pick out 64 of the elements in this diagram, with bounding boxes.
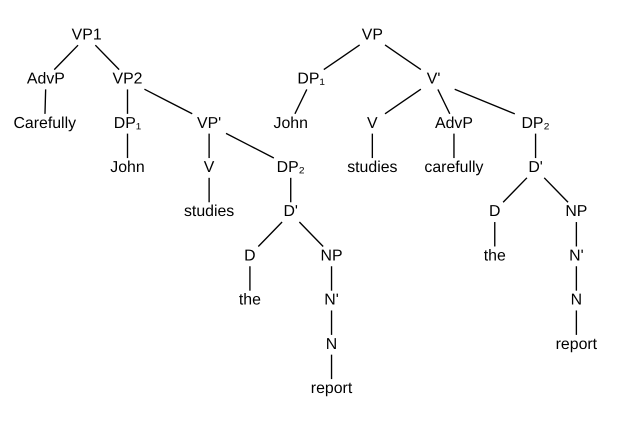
node-text: V' [426,70,440,88]
node-text: D' [528,158,543,176]
node-text: N' [324,292,339,309]
connector [372,134,374,158]
connector [208,178,210,202]
node-text: VP [362,26,383,44]
node-text: Carefully [13,114,76,132]
node-text: NP [565,203,588,220]
connector [94,44,120,70]
node-text: N' [569,247,584,264]
connector [144,88,193,114]
node-text: V [367,114,378,132]
connector [534,134,536,158]
connector [323,44,360,70]
node-text: D' [283,203,298,220]
node-text: N [570,292,582,309]
connector [208,134,210,158]
node-text: NP [320,247,343,264]
connector [54,44,79,70]
node-text: DP₂ [276,158,305,176]
connector [249,266,251,291]
connector [126,89,128,114]
connector [453,134,455,158]
connector [290,178,292,202]
node-text: VP1 [72,26,102,44]
node-text: John [110,158,145,176]
node-text: studies [347,158,398,176]
node-text: N [326,336,338,353]
connector [258,222,283,247]
node-text: DP₁ [297,70,325,88]
connector [576,266,578,291]
connector [384,88,422,114]
node-text: AdvP [26,70,65,88]
connector [330,266,332,291]
connector [298,222,324,247]
node-text: DP₁ [114,114,142,132]
connector [330,354,332,380]
node-text: DP₂ [521,114,550,132]
connector [576,222,578,246]
node-text: studies [184,203,234,220]
connector [437,89,450,114]
connector [330,310,332,335]
connector [294,89,308,114]
node-text: VP2 [112,70,142,88]
connector [44,89,46,114]
node-text: the [484,247,506,264]
connector [454,88,516,115]
connector [126,134,128,158]
node-text: the [238,292,261,309]
node-text: report [310,380,352,398]
connector [494,222,496,246]
node-text: D [244,247,256,264]
connector [544,177,568,203]
node-text: AdvP [435,114,473,132]
node-text: carefully [424,158,484,176]
connector [576,310,578,335]
node-text: V [204,158,214,176]
node-text: report [556,336,598,353]
node-text: John [274,114,308,132]
connector [384,44,422,70]
connector [502,177,528,203]
node-text: D [489,203,500,220]
node-text: VP' [197,114,222,132]
connector [226,132,274,159]
